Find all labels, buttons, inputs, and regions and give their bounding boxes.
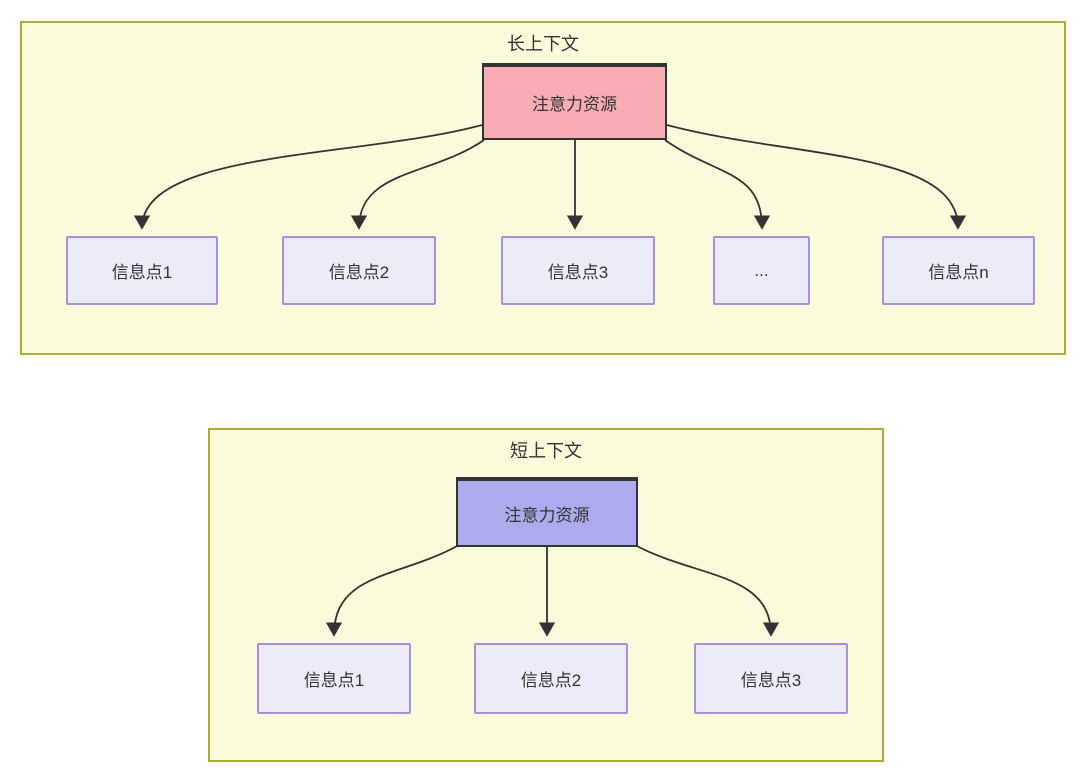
group-long-context-title: 长上下文 — [507, 34, 579, 54]
info-point-short-2: 信息点2 — [474, 643, 628, 714]
attention-resource-short: 注意力资源 — [456, 477, 638, 547]
info-point-long-ellipsis: ... — [713, 236, 810, 305]
info-point-short-3: 信息点3 — [694, 643, 848, 714]
info-point-long-1: 信息点1 — [66, 236, 218, 305]
attention-resource-long: 注意力资源 — [482, 63, 667, 140]
group-short-context-title: 短上下文 — [510, 441, 582, 461]
info-point-long-2: 信息点2 — [282, 236, 436, 305]
info-point-short-1: 信息点1 — [257, 643, 411, 714]
info-point-long-n: 信息点n — [882, 236, 1035, 305]
info-point-long-3: 信息点3 — [501, 236, 655, 305]
